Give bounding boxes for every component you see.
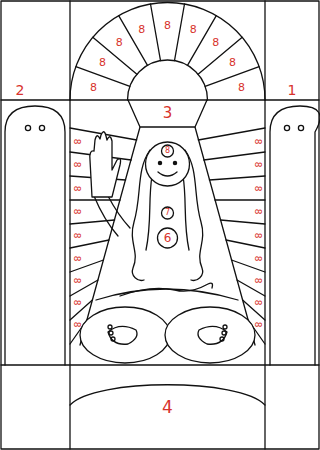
callout-number: 8: [72, 209, 81, 215]
callout-number: 8: [72, 278, 81, 284]
callout-number: 8: [253, 300, 262, 306]
callout-number: 8: [253, 209, 262, 215]
callout-number: 8: [138, 24, 145, 35]
callout-number: 7: [165, 209, 170, 217]
callout-number: 8: [212, 37, 219, 48]
callout-number: 8: [72, 162, 81, 168]
callout-number: 8: [72, 321, 81, 327]
callout-number: 8: [72, 300, 81, 306]
callout-number: 8: [116, 37, 123, 48]
callout-number: 6: [164, 232, 172, 244]
callout-number: 3: [163, 106, 173, 121]
callout-number: 8: [72, 255, 81, 261]
callout-number: 8: [253, 232, 262, 238]
callout-number: 1: [288, 83, 297, 97]
callout-number: 8: [253, 162, 262, 168]
callout-number: 8: [72, 232, 81, 238]
callout-number: 8: [90, 82, 97, 93]
callout-number: 8: [190, 24, 197, 35]
callout-number: 2: [16, 83, 25, 97]
callout-number: 8: [253, 278, 262, 284]
callout-number: 8: [253, 138, 262, 144]
callout-number: 4: [162, 399, 173, 416]
callout-number: 8: [229, 57, 236, 68]
callout-number: 8: [72, 185, 81, 191]
callout-number: 8: [99, 57, 106, 68]
callout-number: 8: [238, 82, 245, 93]
callout-number: 8: [253, 255, 262, 261]
callout-number: 8: [164, 20, 171, 31]
callout-number: 8: [253, 321, 262, 327]
callout-number: 8: [165, 147, 170, 155]
callout-number: 8: [253, 185, 262, 191]
callout-number: 8: [72, 138, 81, 144]
